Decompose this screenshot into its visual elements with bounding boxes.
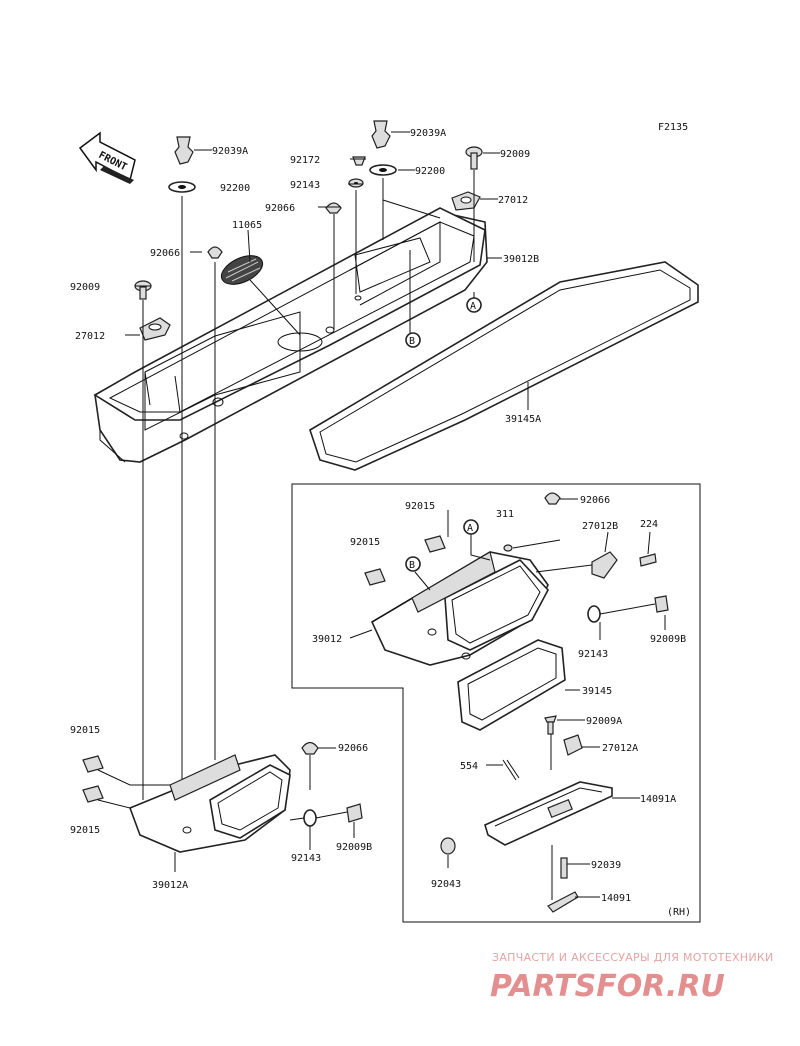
label-39012A: 39012A (152, 880, 188, 891)
callout-b-upper: B (405, 332, 421, 348)
label-92172: 92172 (290, 155, 320, 166)
rh-detail-box (291, 483, 701, 923)
callout-a-rh: A (463, 519, 479, 535)
label-92039A: 92039A (212, 146, 248, 157)
label-14091: 14091 (601, 893, 631, 904)
label-92143: 92143 (291, 853, 321, 864)
label-92015: 92015 (405, 501, 435, 512)
label-92043: 92043 (431, 879, 461, 890)
svg-text:A: A (467, 523, 473, 534)
label-27012B: 27012B (582, 521, 618, 532)
label-311: 311 (496, 509, 514, 520)
rh-cover-drawing (370, 551, 549, 666)
label-11065: 11065 (232, 220, 262, 231)
label-39145A: 39145A (505, 414, 541, 425)
label-554: 554 (460, 761, 478, 772)
label-92066: 92066 (580, 495, 610, 506)
label-92066: 92066 (265, 203, 295, 214)
rh-lid-14091A (484, 781, 613, 846)
leader-lines-upper (125, 131, 529, 850)
svg-text:B: B (409, 560, 415, 571)
label-92015: 92015 (70, 725, 100, 736)
label-92039A: 92039A (410, 128, 446, 139)
label-27012: 27012 (75, 331, 105, 342)
label-92039: 92039 (591, 860, 621, 871)
label-92009A: 92009A (586, 716, 622, 727)
leader-lines-lh (97, 747, 355, 872)
figure-code: F2135 (658, 122, 688, 133)
callout-b-rh: B (405, 556, 421, 572)
label-92200: 92200 (415, 166, 445, 177)
label-92200: 92200 (220, 183, 250, 194)
main-cover-drawing (93, 207, 488, 463)
lh-cover-drawing (82, 741, 363, 853)
svg-text:B: B (409, 336, 415, 347)
label-39012B: 39012B (503, 254, 539, 265)
callout-a-upper: A (466, 297, 482, 313)
label-92143: 92143 (578, 649, 608, 660)
gasket-39145A (309, 261, 699, 471)
label-14091A: 14091A (640, 794, 676, 805)
label-224: 224 (640, 519, 658, 530)
label-27012A: 27012A (602, 743, 638, 754)
label-27012: 27012 (498, 195, 528, 206)
label-92009B: 92009B (650, 634, 686, 645)
top-hardware (134, 120, 483, 341)
watermark-logo: PARTSFOR.RU (490, 969, 725, 1004)
rh-label: (RH) (667, 907, 691, 918)
rh-seal-39145 (457, 639, 566, 731)
label-92009: 92009 (500, 149, 530, 160)
svg-text:A: A (470, 301, 476, 312)
front-arrow-icon: FRONT (78, 131, 136, 184)
vent-grille-11065 (220, 255, 264, 285)
label-39012: 39012 (312, 634, 342, 645)
label-92066: 92066 (338, 743, 368, 754)
label-92009B: 92009B (336, 842, 372, 853)
watermark-line1: ЗАПЧАСТИ И АКСЕССУАРЫ ДЛЯ МОТОТЕХНИКИ (492, 951, 774, 964)
label-92015: 92015 (350, 537, 380, 548)
label-92009: 92009 (70, 282, 100, 293)
label-92015: 92015 (70, 825, 100, 836)
leader-lines-rh (349, 498, 666, 900)
label-39145: 39145 (582, 686, 612, 697)
label-92066: 92066 (150, 248, 180, 259)
label-92143: 92143 (290, 180, 320, 191)
